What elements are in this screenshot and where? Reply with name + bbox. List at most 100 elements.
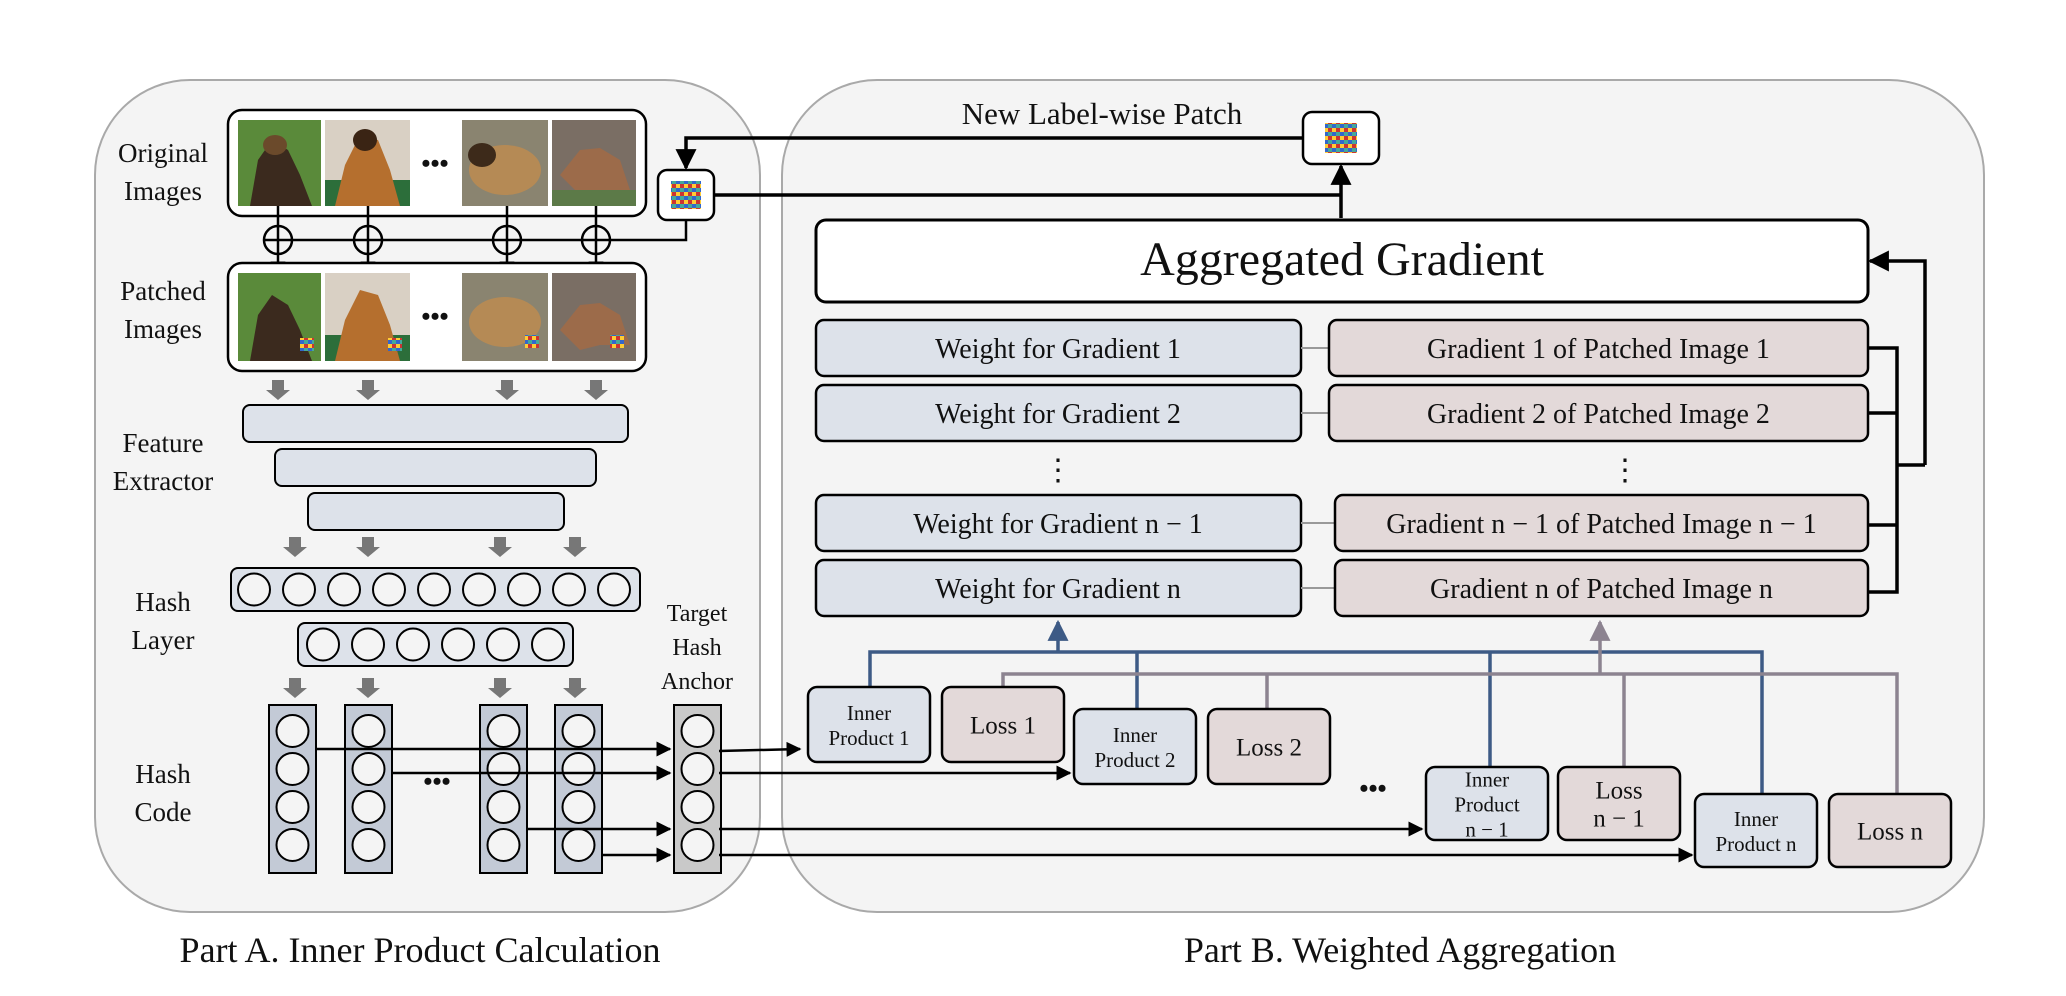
- target-hash-anchor-label-line3: Anchor: [661, 669, 733, 695]
- ellipsis-inner-products: •••: [1359, 774, 1386, 803]
- hash-code-bit: [351, 752, 386, 786]
- gradient-box: [1333, 493, 1870, 553]
- hash-code-bit: [275, 828, 310, 862]
- part-a: Original Images Patched Images Feature E…: [113, 108, 733, 970]
- hash-code-bit: [351, 790, 386, 824]
- inner-product-label: Product n: [1715, 832, 1797, 856]
- target-hash-anchor-label-line2: Hash: [672, 635, 721, 661]
- ellipsis-patched: •••: [421, 302, 448, 331]
- svg-text:•••: •••: [423, 767, 450, 796]
- new-patch-icon: [1325, 123, 1357, 153]
- part-b-caption: Part B. Weighted Aggregation: [1184, 930, 1616, 970]
- patch-flow-arrows: [675, 136, 1352, 218]
- gradients-vertical-ellipsis: ⋮: [1610, 454, 1640, 487]
- loss-box: Loss n: [1827, 792, 1953, 869]
- patched-image-4: [552, 273, 636, 361]
- inner-product-label: Product: [1454, 793, 1519, 817]
- patched-images-label-line1: Patched: [120, 276, 206, 306]
- hash-layer-1-node: [372, 572, 406, 607]
- add-operators: [262, 206, 688, 277]
- new-patch-label: New Label-wise Patch: [962, 96, 1243, 131]
- hash-code-bit: [351, 714, 386, 748]
- hash-code-bit: [561, 752, 596, 786]
- loss-label: Loss: [1595, 778, 1642, 805]
- gray-arrows-to-extractor: [266, 380, 608, 400]
- weight-label: Weight for Gradient n: [935, 574, 1181, 605]
- original-image-4: [552, 120, 636, 206]
- hash-code-column: [268, 704, 317, 874]
- svg-text:•••: •••: [1359, 774, 1386, 803]
- feature-extractor-layer-3: [307, 492, 565, 531]
- hash-code-bit: [561, 714, 596, 748]
- target-hash-anchor-label-line1: Target: [667, 601, 728, 627]
- hash-layer-1-node: [462, 572, 496, 607]
- hash-code-bit: [486, 752, 521, 786]
- loss-box: Loss 1: [940, 685, 1066, 764]
- weights-vertical-ellipsis: ⋮: [1043, 454, 1073, 487]
- inner-product-label: Inner: [847, 701, 891, 725]
- gradient-label: Gradient 1 of Patched Image 1: [1427, 334, 1770, 365]
- hash-code-bit: [351, 828, 386, 862]
- hash-code-label-line1: Hash: [135, 759, 191, 789]
- hash-layer-label-line2: Layer: [132, 625, 195, 655]
- part-b: New Label-wise Patch Aggregated Gradient…: [675, 96, 1953, 970]
- loss-label: n − 1: [1593, 806, 1645, 833]
- svg-text:•••: •••: [421, 149, 448, 178]
- hash-code-to-inner-product-arrows: [316, 741, 1694, 863]
- patched-image-2: [325, 273, 410, 361]
- inner-product-label: Product 2: [1094, 748, 1175, 772]
- hash-layer-1-node: [282, 572, 316, 607]
- hash-code-column: [344, 704, 393, 874]
- patched-images-label-line2: Images: [124, 314, 202, 344]
- inner-product-label: Product 1: [828, 726, 909, 750]
- feature-extractor-layer-1: [242, 404, 629, 443]
- anchor-bit: [680, 714, 715, 748]
- gradient-label: Gradient n − 1 of Patched Image n − 1: [1386, 509, 1816, 540]
- hash-code-column: [479, 704, 528, 874]
- original-images-label-line2: Images: [124, 176, 202, 206]
- hash-layer-2-nodes: [306, 627, 565, 662]
- hash-layer-2-node: [351, 627, 385, 662]
- loss-label: Loss n: [1857, 819, 1923, 846]
- original-image-3: [462, 120, 548, 206]
- feature-extractor-label-line1: Feature: [123, 428, 204, 458]
- anchor-bit: [680, 752, 715, 786]
- original-image-1: [238, 120, 321, 206]
- svg-text:•••: •••: [421, 302, 448, 331]
- ellipsis-original: •••: [421, 149, 448, 178]
- hash-layer-2-node: [396, 627, 430, 662]
- inner-product-label: n − 1: [1465, 818, 1508, 842]
- hash-layer-label-line1: Hash: [135, 587, 191, 617]
- hash-layer-1-node: [552, 572, 586, 607]
- feature-extractor-label-line2: Extractor: [113, 466, 213, 496]
- hash-code-bit: [486, 790, 521, 824]
- weight-gradient-row: Weight for Gradient n Gradient n of Patch…: [814, 558, 1870, 618]
- hash-layer-1-node: [597, 572, 631, 607]
- gray-arrows-to-hash-code: [283, 678, 587, 698]
- hash-code-bit: [561, 828, 596, 862]
- gradient-sum-bracket: [1867, 250, 1927, 594]
- inner-product-label: Inner: [1113, 723, 1157, 747]
- original-images-label-line1: Original: [118, 138, 208, 168]
- inner-product-label: Inner: [1734, 807, 1778, 831]
- hash-layer-1-node: [327, 572, 361, 607]
- label-wise-patch-icon: [671, 181, 701, 209]
- hash-layer-1-node: [507, 572, 541, 607]
- inner-product-label: Inner: [1465, 768, 1509, 792]
- hash-code-bit: [561, 790, 596, 824]
- gradient-label: Gradient n of Patched Image n: [1430, 574, 1773, 605]
- hash-code-bit: [486, 714, 521, 748]
- anchor-bit: [680, 828, 715, 862]
- hash-code-bit: [275, 790, 310, 824]
- hash-code-bit: [275, 714, 310, 748]
- hash-layer-1-nodes: [237, 572, 631, 607]
